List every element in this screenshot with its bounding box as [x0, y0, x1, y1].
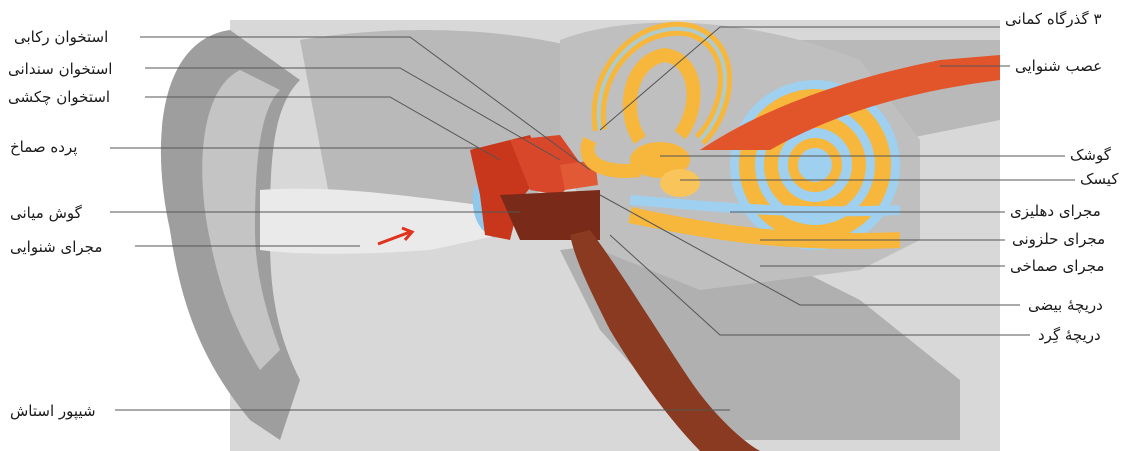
label-oval-window: دریچهٔ بیضی	[1028, 296, 1103, 314]
label-eustachian-tube: شیپور استاش	[10, 402, 96, 420]
label-cochlear-duct: مجرای حلزونی	[1012, 230, 1105, 248]
label-vestibular-duct: مجرای دهلیزی	[1010, 202, 1101, 220]
saccule	[660, 169, 700, 197]
label-stapes: استخوان رکابی	[14, 28, 108, 46]
label-malleus: استخوان چکشی	[8, 88, 110, 106]
label-saccule: کیسک	[1080, 170, 1118, 188]
label-tympanic-duct: مجرای صماخی	[1010, 257, 1104, 275]
label-incus: استخوان سندانی	[8, 60, 112, 78]
label-eardrum: پرده صماخ	[10, 138, 77, 156]
label-utricle: گوشک	[1070, 146, 1111, 164]
label-ear-canal: مجرای شنوایی	[10, 238, 102, 256]
label-round-window: دریچهٔ گِرد	[1038, 326, 1101, 344]
label-auditory-nerve: عصب شنوایی	[1015, 57, 1102, 75]
label-semicircular-canals: ۳ گذرگاه کمانی	[1005, 10, 1102, 28]
label-middle-ear: گوش میانی	[10, 204, 82, 222]
